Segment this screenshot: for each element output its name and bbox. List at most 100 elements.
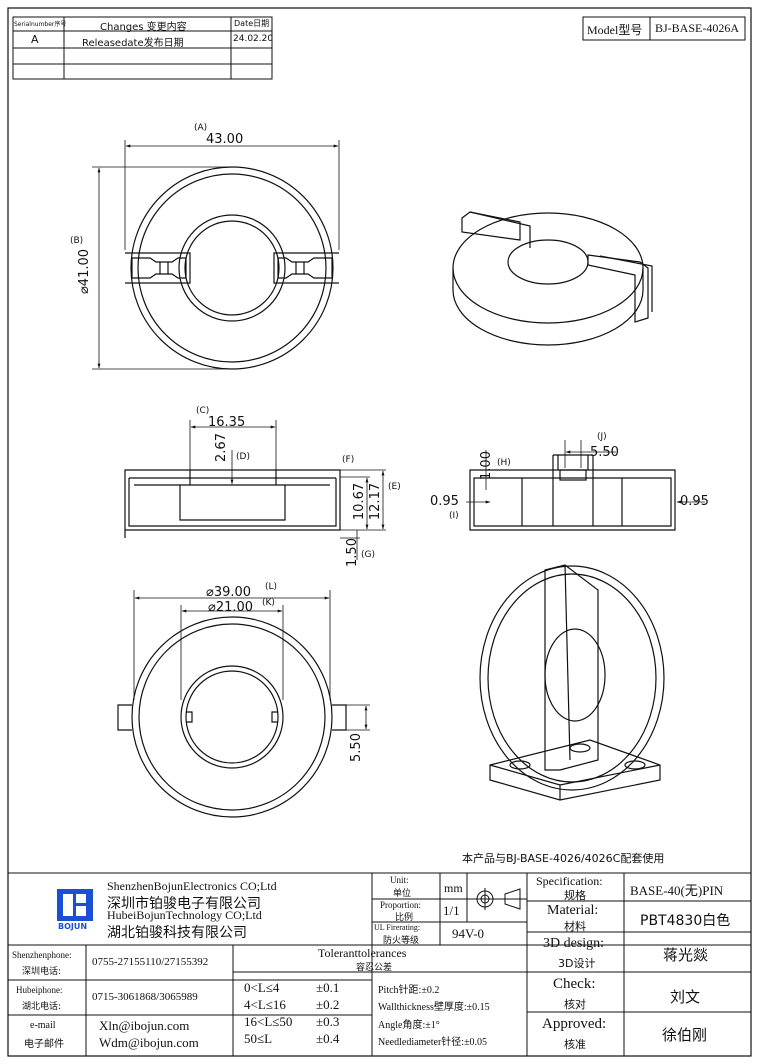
logo-text: BOJUN [58,922,88,931]
tol-range-3: 50≤L [244,1031,273,1046]
dim-f-tag: (F) [342,455,355,465]
rev-row-serial: A [31,33,39,46]
tol-range-2: 16<L≤50 [244,1014,293,1029]
dim-j-value: 5.50 [590,445,619,460]
approved-label2: 核准 [564,1038,586,1051]
email-value1[interactable]: Xln@ibojun.com [99,1018,190,1033]
unit-label2: 单位 [393,889,412,899]
dim-i-tag: (I) [449,511,459,521]
dim-c-tag: (C) [196,406,210,416]
company-line1: ShenzhenBojunElectronics CO;Ltd [107,879,277,893]
dim-a-tag: (A) [194,123,208,133]
dim-a-value: 43.00 [206,132,244,147]
design-value: 蒋光燚 [663,946,709,964]
dim-g-tag: (G) [361,550,375,560]
spec-label2: 规格 [564,889,586,902]
dim-d-tag: (D) [236,452,250,462]
tol-value-1: ±0.2 [316,997,340,1012]
iso-view-assembly [479,564,665,801]
dim-e-tag: (E) [388,482,401,492]
revision-table-grid [12,16,273,80]
unit-label1: Unit: [390,875,409,885]
email-value2[interactable]: Wdm@ibojun.com [99,1035,199,1050]
tol-note-2: Angle角度:±1° [378,1020,440,1031]
end-view-dims [466,440,705,504]
tol-note-3: Needlediameter针径:±0.05 [378,1037,488,1048]
tol-value-3: ±0.4 [316,1031,340,1046]
hb-phone-value: 0715-3061868/3065989 [92,991,198,1003]
check-value: 刘文 [670,988,701,1006]
tol-range-0: 0<L≤4 [244,980,280,995]
dim-h-value: 1.00 [478,451,494,480]
tolerance-title: Toleranttolerances [318,946,407,960]
model-box-grid [582,16,746,41]
sz-phone-label2: 深圳电话: [22,967,62,977]
approved-value: 徐伯刚 [662,1026,708,1044]
title-block-grid [7,872,752,1057]
model-label: Model型号 [587,23,643,37]
rev-header-serial: Serialnumber序号 [14,21,67,28]
tolerance-subtitle: 容忍公差 [356,963,393,973]
bottom-view-dims [133,590,370,731]
dim-i-right: 0.95 [680,494,709,509]
rev-row-change: Releasedate发布日期 [82,38,184,49]
compatibility-note: 本产品与BJ-BASE-4026/4026C配套使用 [462,852,665,865]
email-label1: e-mail [30,1020,56,1031]
material-value: PBT4830白色 [640,913,731,929]
projection-symbol-icon [474,888,521,910]
tol-value-0: ±0.1 [316,980,340,995]
proportion-label1: Proportion: [380,900,422,910]
tol-note-1: Wallthickness壁厚度:±0.15 [378,1002,490,1013]
tol-value-2: ±0.3 [316,1014,340,1029]
dim-d-value: 2.67 [213,433,229,462]
rev-header-date: Date日期 [234,19,270,28]
approved-label1: Approved: [542,1016,607,1032]
company-line3: HubeiBojunTechnology CO;Ltd [107,908,262,922]
tol-note-0: Pitch针距:±0.2 [378,985,440,996]
sz-phone-label1: Shenzhenphone: [12,950,72,960]
iso-view-top [452,211,653,346]
check-label2: 核对 [564,998,586,1011]
ul-label2: 防火等级 [383,936,420,946]
top-view-dims [92,140,340,370]
dim-e-value: 12.17 [368,482,384,521]
proportion-label2: 比例 [395,913,414,923]
top-view [125,166,339,370]
material-label2: 材料 [564,920,586,933]
proportion-value: 1/1 [443,903,460,918]
dim-h-tag: (H) [497,458,511,468]
ul-label1: UL Firerating: [374,923,421,932]
side-view-dims [189,420,386,560]
material-label1: Material: [547,903,599,918]
tol-range-1: 4<L≤16 [244,997,286,1012]
bottom-view [117,616,347,818]
design-label2: 3D设计 [558,957,596,970]
dim-l-value: ⌀39.00 [206,585,252,600]
company-line4: 湖北铂骏科技有限公司 [107,925,247,941]
sz-phone-value: 0755-27155110/27155392 [92,956,209,968]
unit-value: mm [444,881,463,895]
model-value: BJ-BASE-4026A [655,21,740,35]
dim-k-value: ⌀21.00 [208,600,254,615]
bojun-logo-icon [57,889,93,921]
dim-g-value: 1.50 [344,538,360,567]
dim-j-tag: (J) [597,432,607,442]
spec-label1: Specification: [536,874,603,888]
company-line2: 深圳市铂骏电子有限公司 [107,896,261,912]
design-label1: 3D design: [543,936,605,951]
dim-f-value: 10.67 [352,482,368,521]
end-view [469,454,676,531]
check-label1: Check: [553,976,596,992]
email-label2: 电子邮件 [24,1039,64,1050]
dim-i-left: 0.95 [430,494,459,509]
rev-header-changes: Changes 变更内容 [100,22,187,33]
dim-l-tag: (L) [265,582,278,592]
ul-value: 94V-0 [452,926,485,941]
hb-phone-label2: 湖北电话: [22,1002,62,1012]
dim-b-tag: (B) [70,236,84,246]
spec-value: BASE-40(无)PIN [630,883,724,898]
side-view [124,469,341,538]
dim-slot-value: 5.50 [348,733,364,762]
dim-k-tag: (K) [262,598,275,608]
